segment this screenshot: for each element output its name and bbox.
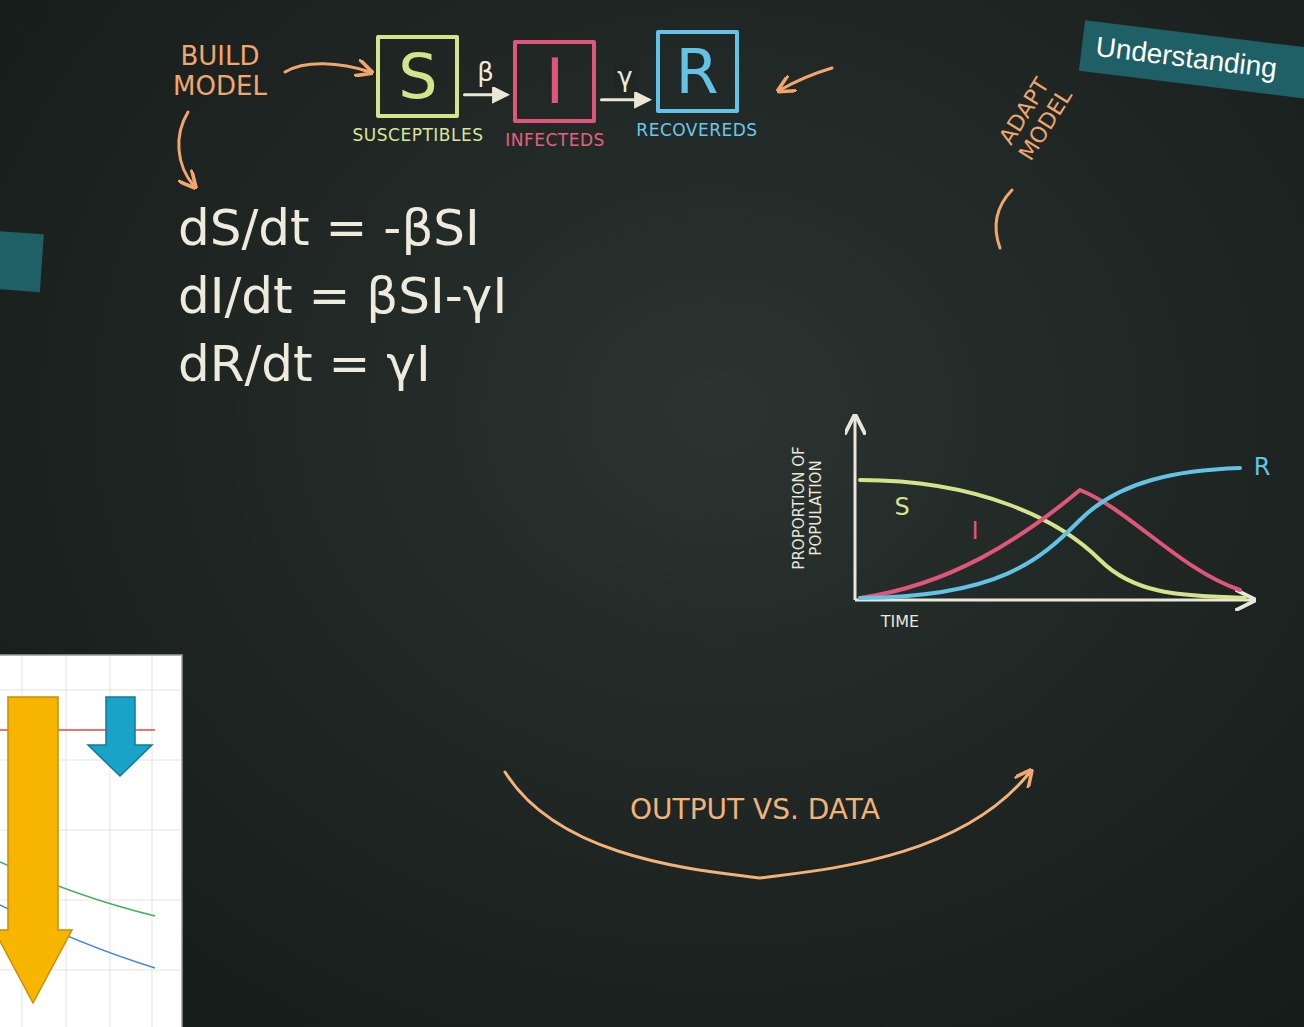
- compartment-name: SUSCEPTIBLES: [353, 126, 484, 146]
- compartment-box: R: [656, 30, 739, 113]
- infected-curve: [860, 490, 1240, 598]
- equation: dS/dt = -βSI: [178, 200, 480, 258]
- step-label: OUTPUT VS. DATA: [630, 794, 880, 826]
- recovered-curve: [860, 468, 1240, 598]
- curve-label: S: [894, 494, 909, 522]
- equation: dR/dt = γI: [178, 336, 431, 394]
- grid-line: [152, 656, 153, 1027]
- y-axis: [854, 418, 857, 600]
- compartment: S SUSCEPTIBLES: [353, 35, 484, 146]
- compartment-name: RECOVEREDS: [636, 121, 757, 141]
- transition-arrow: [601, 98, 648, 101]
- compartment-letter: S: [398, 46, 437, 108]
- rate-label: β: [474, 58, 497, 87]
- down-arrow: [88, 697, 152, 776]
- flow-arrow: [996, 190, 1012, 248]
- rate-label: γ: [614, 63, 635, 92]
- compartment: I INFECTEDS: [505, 40, 605, 151]
- curve-label: R: [1254, 454, 1271, 482]
- section-tab: [0, 230, 44, 292]
- compartment-name: INFECTEDS: [505, 131, 605, 151]
- curve-label: I: [971, 518, 978, 546]
- susceptible-curve: [860, 480, 1245, 598]
- transition-arrow: [464, 93, 506, 96]
- compartment-box: I: [513, 40, 596, 123]
- flow-arrow: [179, 112, 194, 186]
- x-axis: [855, 599, 1252, 602]
- compartment-box: S: [376, 35, 459, 118]
- flow-arrow: [780, 68, 832, 90]
- compartment: R RECOVEREDS: [636, 30, 757, 141]
- inset-chart: [0, 655, 182, 1027]
- feedback-arrow: [505, 772, 1030, 878]
- axis-title: TIME: [881, 613, 919, 631]
- section-banner: Understanding: [1079, 20, 1304, 103]
- grid-line: [0, 690, 181, 691]
- step-label: BUILD MODEL: [160, 42, 280, 102]
- flow-arrow: [285, 64, 370, 72]
- down-arrow: [0, 697, 72, 1003]
- step-label: ADAPT MODEL: [987, 62, 1083, 174]
- compartment-letter: R: [675, 41, 718, 103]
- compartment-letter: I: [546, 51, 564, 113]
- equation: dI/dt = βSI-γI: [178, 268, 507, 326]
- axis-title: PROPORTION OF POPULATION: [791, 433, 826, 583]
- grid-line: [66, 656, 67, 1027]
